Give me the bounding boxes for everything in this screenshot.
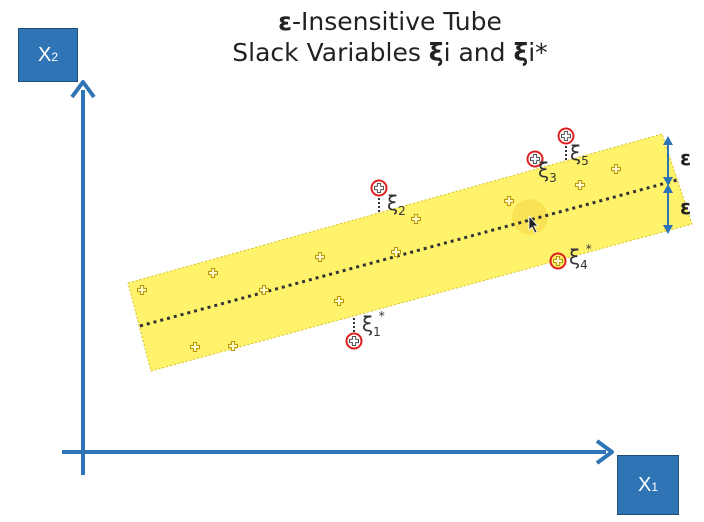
diagram-title: ε-Insensitive Tube Slack Variables ξi an… — [150, 6, 630, 68]
slack-label-1: ξ1* — [362, 309, 385, 339]
slack-point-5 — [557, 127, 575, 162]
slack-label-4: ξ4* — [569, 242, 592, 272]
title-line-2-mid: i and — [443, 38, 514, 67]
slack-label-3: ξ3 — [538, 158, 557, 185]
x-axis-arrowhead — [595, 439, 614, 465]
title-line-1-text: -Insensitive Tube — [292, 7, 502, 36]
title-xi-2: ξ — [513, 38, 529, 67]
y-axis-label: X — [37, 43, 52, 66]
title-line-2-suffix: i* — [528, 38, 548, 67]
title-line-2-prefix: Slack Variables — [232, 38, 429, 67]
epsilon-upper-label: ε — [680, 146, 691, 170]
title-line-2: Slack Variables ξi and ξi* — [150, 37, 630, 68]
x-axis-label: X — [637, 473, 652, 496]
y-axis-arrowhead — [70, 80, 96, 99]
title-epsilon: ε — [278, 7, 292, 36]
slack-point-4 — [549, 252, 567, 270]
y-axis-subscript: 2 — [51, 50, 59, 64]
slack-point-2 — [370, 179, 388, 213]
slack-point-3 — [526, 150, 544, 168]
regression-line — [139, 178, 678, 328]
epsilon-upper-arrow — [663, 136, 673, 186]
epsilon-lower-label: ε — [680, 195, 691, 219]
slack-label-2: ξ2 — [387, 191, 406, 218]
mouse-cursor-icon — [528, 214, 539, 234]
title-line-1: ε-Insensitive Tube — [150, 6, 630, 37]
x-axis-subscript: 1 — [651, 480, 659, 494]
epsilon-lower-arrow — [663, 184, 673, 234]
title-xi-1: ξ — [428, 38, 444, 67]
slack-label-5: ξ5 — [570, 141, 589, 168]
slack-point-1 — [345, 316, 363, 350]
epsilon-tube — [127, 133, 693, 372]
